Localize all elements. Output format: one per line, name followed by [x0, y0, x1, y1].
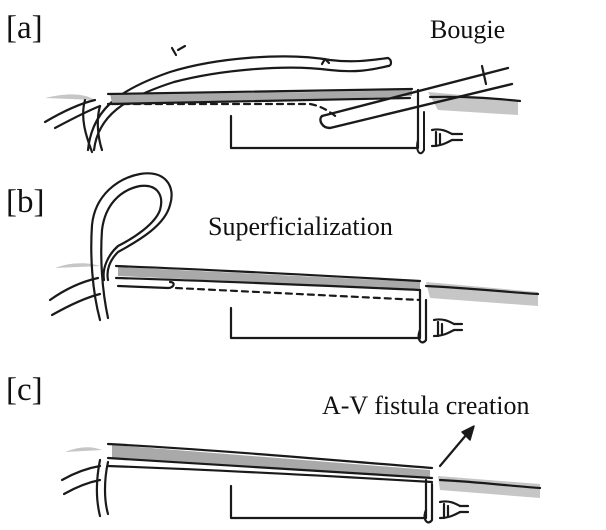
panel-a-letter: [a]	[6, 12, 43, 45]
panel-a-annotation-bougie: Bougie	[430, 17, 505, 43]
panel-b-annotation-superficialization: Superficialization	[208, 214, 393, 240]
panel-a-tunnel-dashes	[112, 104, 338, 118]
panel-c-letter: [c]	[6, 374, 43, 407]
panel-b-letter: [b]	[6, 186, 44, 219]
panel-a-skin-left	[45, 94, 95, 100]
panel-a-drawing	[45, 46, 520, 153]
panel-a-skin-right	[428, 92, 518, 115]
panel-c-drawing	[62, 426, 540, 522]
panel-c-annotation-fistula: A-V fistula creation	[322, 393, 529, 419]
panel-b-drawing	[50, 173, 538, 342]
